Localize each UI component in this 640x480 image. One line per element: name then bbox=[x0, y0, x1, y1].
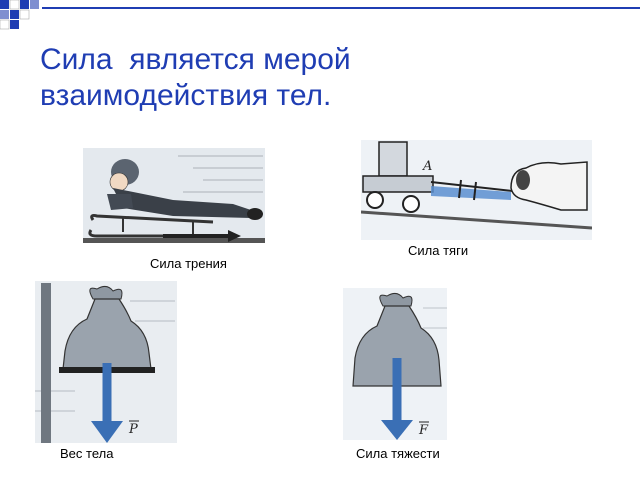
corner-decoration bbox=[0, 0, 640, 30]
gravity-figure: F bbox=[343, 288, 447, 440]
gravity-vector-label: F bbox=[418, 423, 429, 438]
body-weight-figure: P bbox=[35, 281, 177, 443]
traction-vector-label: A bbox=[422, 159, 432, 174]
weight-vector-label: P bbox=[128, 422, 138, 437]
gravity-caption: Сила тяжести bbox=[356, 446, 440, 461]
friction-caption: Сила трения bbox=[150, 256, 227, 271]
slide-title-line1: Сила является мерой bbox=[40, 43, 351, 76]
traction-caption: Сила тяги bbox=[408, 243, 469, 258]
slide-title-line2: взаимодействия тел. bbox=[40, 79, 332, 112]
body-weight-caption: Вес тела bbox=[60, 446, 114, 461]
friction-figure bbox=[83, 148, 265, 243]
traction-figure: A bbox=[361, 140, 592, 240]
